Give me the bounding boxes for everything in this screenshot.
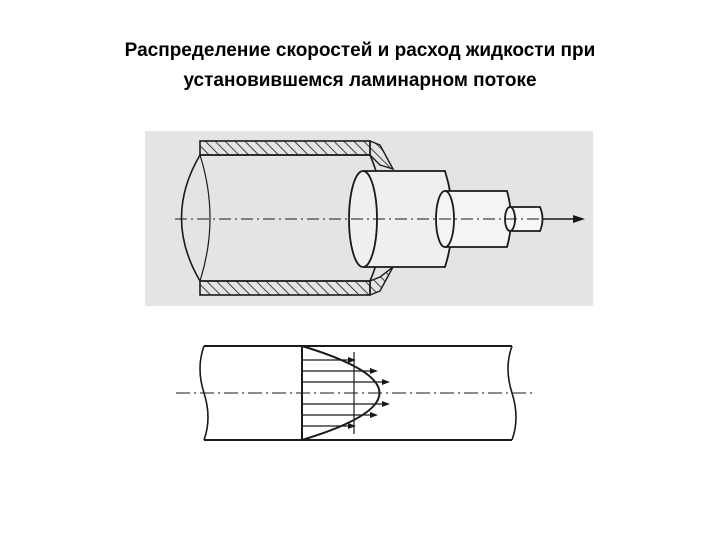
velocity-arrow — [302, 412, 378, 418]
velocity-arrows — [302, 357, 390, 429]
velocity-arrow — [302, 357, 356, 363]
slide-title-line-1: Распределение скоростей и расход жидкост… — [124, 40, 596, 61]
velocity-arrow — [302, 423, 356, 429]
pipe-wall-bottom — [199, 266, 394, 297]
pipe-wall-top — [199, 139, 395, 171]
slide-title-line-2: установившемся ламинарном потоке — [183, 70, 537, 91]
flow-direction-arrow — [543, 215, 585, 223]
velocity-parabola — [301, 345, 381, 441]
outer-layer-left-face — [180, 154, 201, 282]
velocity-arrow — [302, 368, 378, 374]
velocity-profile-figure — [176, 345, 534, 441]
slide-title: Распределение скоростей и расход жидкост… — [30, 36, 690, 96]
velocity-arrow — [302, 379, 390, 385]
telescoping-cylinders-figure — [145, 131, 593, 306]
velocity-arrow — [302, 401, 390, 407]
